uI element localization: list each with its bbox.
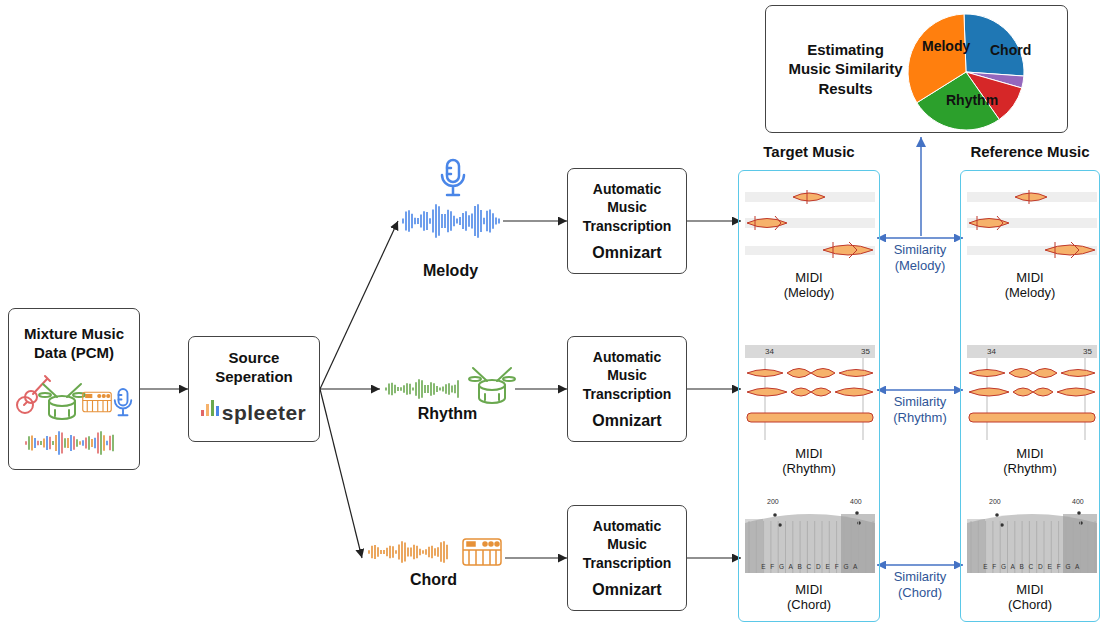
source-node: MIDI (Chord) — [963, 493, 1097, 617]
node-text: MIDI (Chord) — [994, 582, 1066, 613]
node-text: Omnizart — [592, 412, 661, 430]
pie-chart — [908, 14, 1024, 130]
source-node: MIDI (Rhythm) — [741, 341, 877, 481]
music-panel: Reference MusicMIDI (Melody)MIDI (Rhythm… — [960, 170, 1100, 622]
process-box: Automatic Music TranscriptionOmnizart — [567, 336, 687, 442]
process-box: Estimating Music Similarity Results — [765, 5, 1068, 133]
node-text: Estimating Music Similarity Results — [788, 40, 903, 99]
flow-arrow — [140, 388, 188, 389]
axis-label: 200 — [767, 498, 779, 505]
pie-label: Melody — [922, 38, 970, 54]
axis-label: 35 — [861, 347, 870, 356]
flow-arrow — [687, 388, 741, 389]
axis-label: 400 — [1072, 498, 1084, 505]
axis-label: 35 — [1083, 347, 1092, 356]
axis-label: 34 — [765, 347, 774, 356]
node-text: Rhythm — [418, 405, 478, 423]
axis-label: 34 — [987, 347, 996, 356]
midi-chord-image — [745, 497, 875, 577]
midi-rhythm-image — [745, 345, 875, 440]
source-node: MIDI (Chord) — [741, 493, 877, 617]
node-text: Omnizart — [592, 581, 661, 599]
node-text: Chord — [410, 571, 457, 589]
guitar-icon — [17, 376, 50, 413]
process-box: Automatic Music TranscriptionOmnizart — [567, 168, 687, 274]
axis-label: E F G A B C D E F G A — [971, 563, 1093, 570]
axis-label: E F G A B C D E F G A — [749, 563, 871, 570]
spleeter-logo — [201, 400, 219, 416]
source-node: MIDI (Melody) — [741, 179, 877, 305]
waveform — [369, 541, 447, 563]
axis-label: 200 — [989, 498, 1001, 505]
pie-label: Rhythm — [946, 92, 998, 108]
midi-chord-image — [967, 497, 1097, 577]
flow-arrow — [320, 221, 398, 389]
edge-label: Similarity (Rhythm) — [881, 394, 959, 425]
axis-label: 400 — [850, 498, 862, 505]
result-arrow — [920, 137, 922, 236]
node-text: Automatic Music Transcription — [572, 517, 682, 572]
node-text: Target Music — [739, 143, 879, 160]
keyboard-icon — [463, 539, 501, 565]
node-text: Source Seperation — [193, 349, 315, 387]
node-text: MIDI (Rhythm) — [994, 446, 1066, 477]
flow-arrow — [505, 557, 567, 558]
similarity-arrow — [877, 237, 963, 239]
node-text: Melody — [423, 262, 478, 280]
mic-icon — [115, 389, 132, 415]
process-box: Automatic Music TranscriptionOmnizart — [567, 505, 687, 611]
flow-arrow — [503, 220, 567, 221]
waveform — [403, 204, 499, 237]
node-text: MIDI (Melody) — [773, 270, 845, 301]
music-panel: Target MusicMIDI (Melody)MIDI (Rhythm)MI… — [738, 170, 880, 622]
node-text: MIDI (Rhythm) — [773, 446, 845, 477]
flow-arrow — [320, 389, 362, 558]
drum-icon — [469, 368, 515, 403]
node-text: Mixture Music Data (PCM) — [13, 325, 135, 363]
drum-icon — [39, 384, 85, 419]
keyboard-icon — [83, 392, 112, 412]
flow-arrow — [687, 220, 741, 221]
source-node: MIDI (Melody) — [963, 179, 1097, 305]
node-text: spleeter — [202, 401, 307, 425]
node-text: Automatic Music Transcription — [572, 348, 682, 403]
node-text: Reference Music — [961, 143, 1099, 160]
process-box: Mixture Music Data (PCM) — [8, 308, 140, 470]
source-node: Rhythm — [380, 354, 515, 424]
edge-label: Similarity (Chord) — [881, 569, 959, 600]
pie-label: Chord — [990, 42, 1031, 58]
flow-arrow — [687, 557, 741, 558]
mic-icon — [442, 160, 464, 195]
waveform — [386, 379, 458, 399]
waveform — [26, 431, 113, 455]
node-text: MIDI (Melody) — [994, 270, 1066, 301]
edge-label: Similarity (Melody) — [881, 242, 959, 273]
source-node: MIDI (Rhythm) — [963, 341, 1097, 481]
similarity-arrow — [877, 564, 963, 566]
similarity-arrow — [877, 389, 963, 391]
midi-melody-image — [745, 182, 875, 262]
node-text: Omnizart — [592, 244, 661, 262]
flow-arrow — [515, 388, 567, 389]
source-node: Chord — [362, 526, 505, 590]
flow-arrow — [320, 388, 380, 389]
node-text: Automatic Music Transcription — [572, 180, 682, 235]
process-box: Source Seperation spleeter — [188, 336, 320, 442]
midi-rhythm-image — [967, 345, 1097, 440]
node-text: MIDI (Chord) — [773, 582, 845, 613]
source-node: Melody — [398, 160, 503, 282]
midi-melody-image — [967, 182, 1097, 262]
